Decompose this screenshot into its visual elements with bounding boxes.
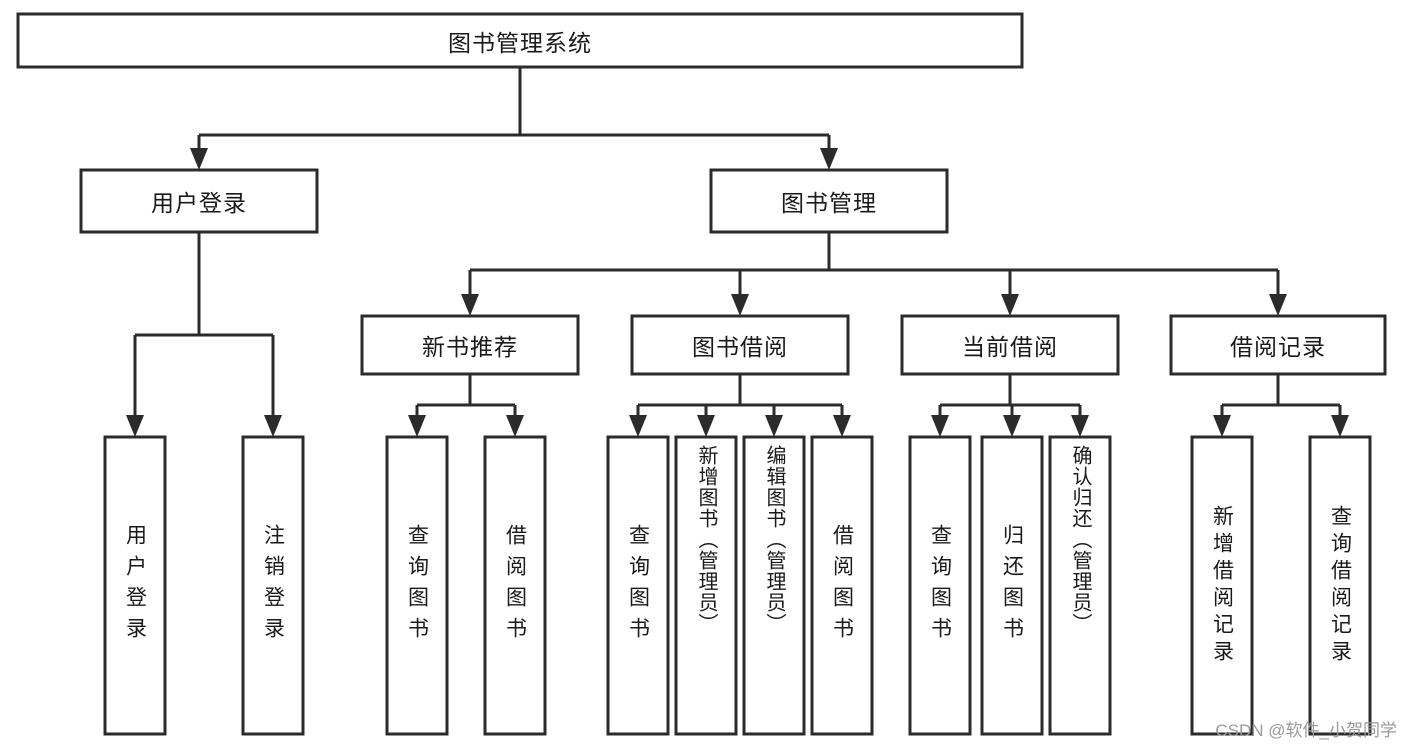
arrow-head-icon bbox=[931, 415, 949, 437]
arrow-head-icon bbox=[833, 415, 851, 437]
arrow-head-icon bbox=[408, 415, 426, 437]
arrow-head-icon bbox=[461, 294, 479, 316]
arrow-head-icon bbox=[1071, 415, 1089, 437]
node-box-root[interactable] bbox=[16, 12, 1024, 69]
node-box-leaf-return-book[interactable] bbox=[980, 435, 1044, 736]
arrow-head-icon bbox=[731, 294, 749, 316]
arrow-head-icon bbox=[1001, 294, 1019, 316]
arrow-head-icon bbox=[1269, 294, 1287, 316]
node-box-leaf-query-book-2[interactable] bbox=[606, 435, 670, 736]
arrow-head-icon bbox=[765, 415, 783, 437]
connector-group-bus-book-management bbox=[461, 232, 1287, 316]
arrow-head-icon bbox=[820, 148, 838, 170]
boxes-layer bbox=[16, 12, 1387, 736]
node-box-book-borrow[interactable] bbox=[630, 314, 850, 376]
arrow-head-icon bbox=[126, 415, 144, 437]
connector-group-bus-borrow-record bbox=[1213, 374, 1349, 437]
node-box-leaf-query-book-3[interactable] bbox=[908, 435, 972, 736]
connector-group-bus-root bbox=[190, 67, 838, 170]
arrow-head-icon bbox=[629, 415, 647, 437]
connectors-layer bbox=[126, 67, 1349, 437]
node-box-leaf-confirm-return[interactable] bbox=[1048, 435, 1112, 736]
connector-group-bus-current-borrow bbox=[931, 374, 1089, 437]
node-box-book-management[interactable] bbox=[709, 168, 949, 234]
node-box-leaf-query-book-1[interactable] bbox=[385, 435, 449, 736]
node-box-leaf-add-book[interactable] bbox=[674, 435, 738, 736]
node-box-leaf-logout-login[interactable] bbox=[241, 435, 305, 736]
node-box-borrow-record[interactable] bbox=[1169, 314, 1387, 376]
node-box-leaf-borrow-book-2[interactable] bbox=[810, 435, 874, 736]
arrow-head-icon bbox=[1003, 415, 1021, 437]
node-box-user-login[interactable] bbox=[79, 168, 319, 234]
node-box-leaf-edit-book[interactable] bbox=[742, 435, 806, 736]
node-box-leaf-add-borrow-record[interactable] bbox=[1190, 435, 1254, 736]
arrow-head-icon bbox=[264, 415, 282, 437]
arrow-head-icon bbox=[190, 148, 208, 170]
arrow-head-icon bbox=[697, 415, 715, 437]
node-box-leaf-borrow-book-1[interactable] bbox=[483, 435, 547, 736]
connector-group-bus-book-borrow bbox=[629, 374, 851, 437]
connector-group-bus-new-book-recommend bbox=[408, 374, 524, 437]
connector-group-bus-user-login bbox=[126, 232, 282, 437]
arrow-head-icon bbox=[1331, 415, 1349, 437]
node-box-current-borrow[interactable] bbox=[900, 314, 1120, 376]
arrow-head-icon bbox=[506, 415, 524, 437]
node-box-leaf-user-login[interactable] bbox=[103, 435, 167, 736]
node-box-new-book-recommend[interactable] bbox=[360, 314, 580, 376]
arrow-head-icon bbox=[1213, 415, 1231, 437]
node-box-leaf-query-borrow-record[interactable] bbox=[1308, 435, 1372, 736]
